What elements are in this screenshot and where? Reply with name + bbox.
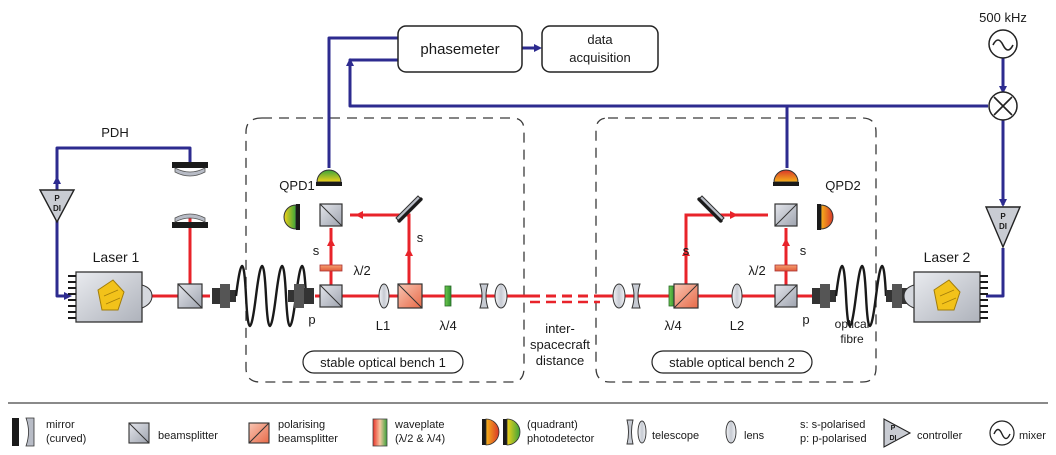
phasemeter-block: phasemeter (397, 25, 523, 73)
legend-mirror-2: (curved) (46, 433, 86, 445)
svg-text:stable optical bench 1: stable optical bench 1 (320, 355, 446, 370)
legend-pol-2: p: p-polarised (800, 433, 867, 445)
legend-controller: controller (917, 430, 963, 442)
legend-mixer: mixer (1019, 430, 1046, 442)
legend-pol-1: s: s-polarised (800, 419, 865, 431)
svg-text:phasemeter: phasemeter (420, 41, 499, 58)
legend-beamsplitter-icon (128, 422, 150, 444)
legend-photodetector-2: photodetector (527, 433, 595, 445)
legend-lens: lens (744, 430, 765, 442)
half-wave-label-1: λ/2 (353, 263, 370, 278)
legend-beamsplitter: beamsplitter (158, 430, 218, 442)
p-label-2: p (802, 312, 809, 327)
l2-label: L2 (730, 318, 744, 333)
beamsplitter-pdh-icon (177, 283, 203, 309)
quarter-wave-label-1: λ/4 (439, 318, 456, 333)
quarter-waveplate-1-icon (444, 285, 452, 307)
bench-1-outline (245, 117, 525, 383)
legend-waveplate-icon (372, 418, 388, 447)
fibre-label-2: fibre (840, 332, 864, 346)
beamsplitter-recomb-1-icon (319, 203, 343, 227)
svg-text:stable optical bench 2: stable optical bench 2 (669, 355, 795, 370)
svg-text:acquisition: acquisition (569, 50, 630, 65)
steering-mirror-1-icon (395, 195, 424, 224)
oscillator-icon (988, 29, 1018, 59)
legend-polarising-beamsplitter-icon (248, 422, 270, 444)
bench-2-outline (595, 117, 877, 383)
telescope-1-icon (479, 283, 508, 309)
s-label-2b: s (683, 243, 690, 258)
lens-l2-icon (731, 283, 743, 309)
laser-2-icon (903, 271, 988, 323)
optical-fibre-1-icon (212, 264, 314, 328)
inter-label-2: spacecraft (530, 337, 590, 352)
s-label-1a: s (313, 243, 320, 258)
legend-telescope-icon (626, 419, 647, 445)
lens-l1-icon (378, 283, 390, 309)
beamsplitter-bench-2-icon (774, 284, 798, 308)
half-waveplate-1-icon (319, 264, 343, 272)
photodetector-1-side-icon (283, 204, 300, 230)
qpd-2-label: QPD2 (825, 178, 860, 193)
s-label-2a: s (800, 243, 807, 258)
fibre-label-1: optical (835, 317, 870, 331)
legend-mixer-icon (989, 420, 1015, 446)
svg-text:DI: DI (890, 435, 897, 442)
svg-text:P: P (54, 194, 60, 203)
cavity-mirror-bottom-icon (172, 213, 208, 228)
bench-1-label: stable optical bench 1 (302, 350, 464, 374)
legend-waveplate-2: (λ/2 & λ/4) (395, 433, 445, 445)
laser-1-label: Laser 1 (93, 249, 140, 265)
photodetector-2-side-icon (817, 204, 834, 230)
legend-waveplate-1: waveplate (394, 419, 445, 431)
beam-arrowheads (327, 211, 790, 256)
svg-text:DI: DI (999, 222, 1007, 231)
telescope-2-icon (612, 283, 641, 309)
svg-text:DI: DI (53, 204, 61, 213)
data-acquisition-block: data acquisition (541, 25, 659, 73)
qpd-1-label: QPD1 (279, 178, 314, 193)
svg-text:P: P (1000, 212, 1006, 221)
controller-1-icon: P DI (38, 189, 76, 224)
steering-mirror-2-icon (696, 195, 725, 224)
l1-label: L1 (376, 318, 390, 333)
controller-2-icon: P DI (984, 206, 1022, 249)
legend-photodetector-1: (quadrant) (527, 419, 578, 431)
legend-photodetector-icon (482, 418, 521, 446)
signal-lines (55, 36, 1005, 298)
s-label-1b: s (417, 230, 424, 245)
pdh-label: PDH (101, 125, 128, 140)
legend-mirror-icon (12, 417, 35, 447)
laser-beams (152, 213, 826, 304)
svg-text:data: data (587, 32, 613, 47)
legend-pbs-1: polarising (278, 419, 325, 431)
inter-label-3: distance (536, 353, 584, 368)
legend-controller-icon: P DI (883, 418, 912, 448)
beamsplitter-bench-1-icon (319, 284, 343, 308)
legend-pbs-2: beamsplitter (278, 433, 338, 445)
legend-mirror-1: mirror (46, 419, 75, 431)
polarising-beamsplitter-2-icon (673, 283, 699, 309)
qpd-2-icon (773, 169, 799, 186)
legend-lens-icon (725, 420, 737, 444)
inter-label-1: inter- (545, 321, 575, 336)
laser-1-icon (68, 271, 153, 323)
qpd-1-icon (316, 169, 342, 186)
bench-2-label: stable optical bench 2 (651, 350, 813, 374)
half-wave-label-2: λ/2 (748, 263, 765, 278)
legend-telescope: telescope (652, 430, 699, 442)
polarising-beamsplitter-1-icon (397, 283, 423, 309)
beamsplitter-recomb-2-icon (774, 203, 798, 227)
laser-2-label: Laser 2 (924, 249, 971, 265)
mixer-icon (988, 91, 1018, 121)
cavity-mirror-top-icon (172, 162, 208, 177)
oscillator-frequency: 500 kHz (979, 10, 1027, 25)
half-waveplate-2-icon (774, 264, 798, 272)
svg-text:P: P (891, 425, 896, 432)
p-label-1: p (308, 312, 315, 327)
quarter-wave-label-2: λ/4 (664, 318, 681, 333)
